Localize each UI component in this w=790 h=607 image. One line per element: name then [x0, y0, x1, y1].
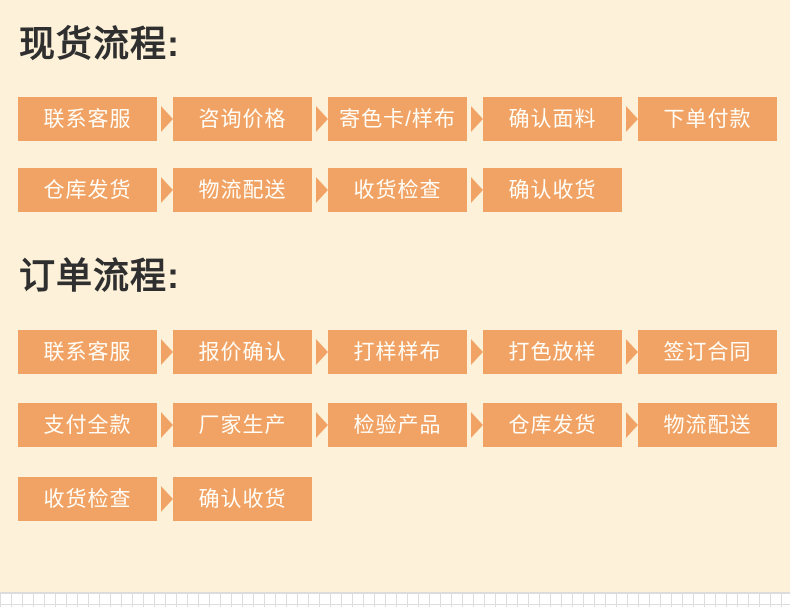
arrow-right-icon: [161, 177, 173, 203]
flow-row: 收货检查 确认收货: [18, 477, 312, 521]
flow-step-label: 打色放样: [508, 340, 597, 364]
flow-step-label: 支付全款: [43, 413, 132, 437]
arrow-right-icon: [161, 486, 173, 512]
grid-pattern-strip: [0, 592, 790, 607]
flow-step: 检验产品: [328, 403, 483, 447]
arrow-right-icon: [626, 106, 638, 132]
arrow-right-icon: [161, 412, 173, 438]
flow-row: 联系客服 咨询价格 寄色卡/样布 确认面料 下单付款: [18, 97, 777, 141]
flow-step-label: 仓库发货: [508, 413, 597, 437]
section-title-spot-process: 现货流程:: [19, 23, 180, 64]
flow-step-label: 确认收货: [198, 487, 287, 511]
flow-step-label: 物流配送: [198, 178, 287, 202]
section-title-order-process: 订单流程:: [19, 255, 180, 296]
flow-step: 物流配送: [638, 403, 777, 447]
flow-step-label: 咨询价格: [198, 107, 287, 131]
flow-step: 下单付款: [638, 97, 777, 141]
arrow-right-icon: [316, 412, 328, 438]
flow-step: 咨询价格: [173, 97, 328, 141]
arrow-right-icon: [316, 177, 328, 203]
flow-step-label: 收货检查: [353, 178, 442, 202]
flow-row: 联系客服 报价确认 打样样布 打色放样 签订合同: [18, 330, 777, 374]
flow-step-label: 打样样布: [353, 340, 442, 364]
flow-step: 联系客服: [18, 330, 173, 374]
flow-step: 支付全款: [18, 403, 173, 447]
arrow-right-icon: [471, 106, 483, 132]
flow-step: 仓库发货: [483, 403, 638, 447]
flow-step: 确认收货: [173, 477, 312, 521]
flow-step-label: 签订合同: [663, 340, 752, 364]
flow-step-label: 厂家生产: [198, 413, 287, 437]
flow-step: 打色放样: [483, 330, 638, 374]
flow-step: 寄色卡/样布: [328, 97, 483, 141]
arrow-right-icon: [161, 106, 173, 132]
flow-step: 签订合同: [638, 330, 777, 374]
arrow-right-icon: [316, 339, 328, 365]
arrow-right-icon: [626, 412, 638, 438]
flow-step-label: 联系客服: [43, 107, 132, 131]
flow-step: 收货检查: [18, 477, 173, 521]
flow-step-label: 收货检查: [43, 487, 132, 511]
flow-step-label: 联系客服: [43, 340, 132, 364]
flow-step-label: 寄色卡/样布: [339, 107, 456, 131]
arrow-right-icon: [626, 339, 638, 365]
flow-step: 仓库发货: [18, 168, 173, 212]
arrow-right-icon: [471, 339, 483, 365]
arrow-right-icon: [471, 177, 483, 203]
flow-step: 厂家生产: [173, 403, 328, 447]
flow-row: 支付全款 厂家生产 检验产品 仓库发货 物流配送: [18, 403, 777, 447]
flow-step-label: 报价确认: [198, 340, 287, 364]
flow-step: 收货检查: [328, 168, 483, 212]
arrow-right-icon: [316, 106, 328, 132]
flow-step-label: 检验产品: [353, 413, 442, 437]
flow-step: 确认面料: [483, 97, 638, 141]
flow-step-label: 仓库发货: [43, 178, 132, 202]
flow-step-label: 物流配送: [663, 413, 752, 437]
flow-step: 报价确认: [173, 330, 328, 374]
arrow-right-icon: [471, 412, 483, 438]
flow-step-label: 下单付款: [663, 107, 752, 131]
flow-step: 打样样布: [328, 330, 483, 374]
flow-step: 确认收货: [483, 168, 622, 212]
flow-step-label: 确认面料: [508, 107, 597, 131]
flow-step: 物流配送: [173, 168, 328, 212]
arrow-right-icon: [161, 339, 173, 365]
flow-row: 仓库发货 物流配送 收货检查 确认收货: [18, 168, 622, 212]
flow-step: 联系客服: [18, 97, 173, 141]
flow-step-label: 确认收货: [508, 178, 597, 202]
